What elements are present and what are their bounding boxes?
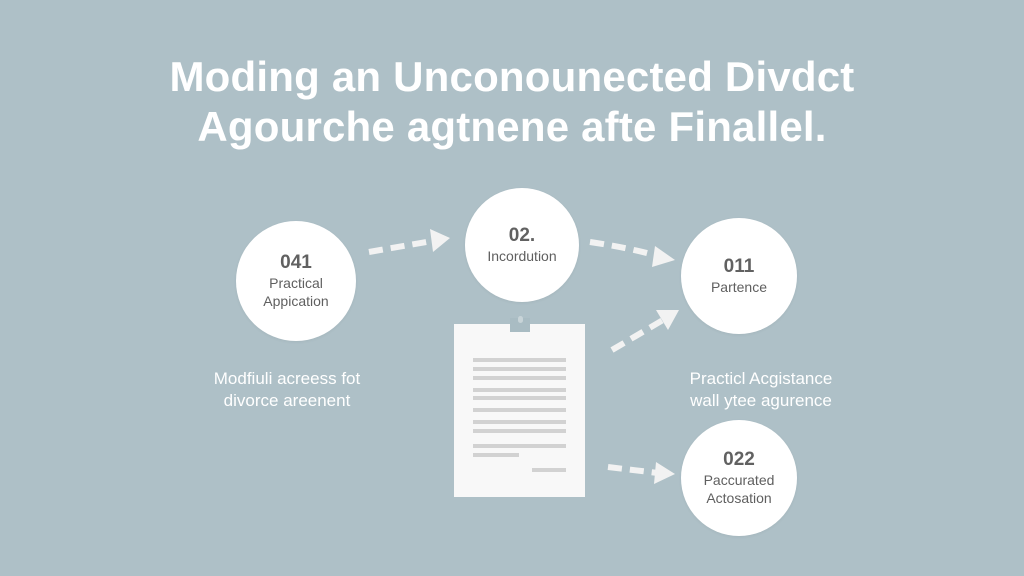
node-label: Practical xyxy=(269,275,323,291)
arrow-doc-n4 xyxy=(607,464,659,476)
node-label: Actosation xyxy=(706,490,772,506)
node-incordution: 02. Incordution xyxy=(465,188,579,302)
node-number: 022 xyxy=(723,449,755,470)
document-text-line xyxy=(473,408,566,412)
node-number: 02. xyxy=(508,225,536,246)
document-text-line xyxy=(473,358,566,362)
document-text-line xyxy=(473,388,566,392)
document-text-line xyxy=(473,429,566,433)
caption-left-line-2: divorce areenent xyxy=(223,391,351,410)
arrow-n2-n3 xyxy=(589,239,659,259)
node-label: Incordution xyxy=(487,248,557,264)
title-line-2: Agourche agtnene afte Finallel. xyxy=(197,103,827,150)
document-text-line xyxy=(473,396,566,400)
document-text-line xyxy=(473,367,566,371)
caption-right: Practicl Acgistance wall ytee agurence xyxy=(676,368,846,412)
caption-right-line-2: wall ytee agurence xyxy=(690,391,832,410)
caption-left-line-1: Modfiuli acreess fot xyxy=(213,369,361,388)
document-text-line xyxy=(473,376,566,380)
arrowhead-3 xyxy=(656,310,679,330)
diagram-title: Moding an Unconounected Divdct Agourche … xyxy=(0,52,1024,152)
document-text-line xyxy=(473,420,566,424)
arrowhead-4 xyxy=(654,462,675,484)
node-label: Appication xyxy=(263,293,329,309)
arrowhead-1 xyxy=(430,229,450,252)
document-clip-pin xyxy=(518,316,523,323)
arrow-doc-n3 xyxy=(610,317,665,353)
node-number: 041 xyxy=(280,252,312,273)
document-signature-line xyxy=(532,468,566,472)
node-partence: 011 Partence xyxy=(681,218,797,334)
node-label: Paccurated xyxy=(703,472,775,488)
arrowhead-2 xyxy=(652,246,675,267)
node-practical-application: 041 Practical Appication xyxy=(236,221,356,341)
title-line-1: Moding an Unconounected Divdct xyxy=(169,53,855,100)
document-clip xyxy=(510,318,530,332)
node-paccurated-actosation: 022 Paccurated Actosation xyxy=(681,420,797,536)
arrow-n1-n2 xyxy=(368,238,433,255)
document-text-line xyxy=(473,444,566,448)
document-text-line xyxy=(473,453,519,457)
node-label: Partence xyxy=(710,279,768,295)
caption-right-line-1: Practicl Acgistance xyxy=(689,369,833,388)
caption-left: Modfiuli acreess fot divorce areenent xyxy=(196,368,378,412)
node-number: 011 xyxy=(723,256,755,277)
